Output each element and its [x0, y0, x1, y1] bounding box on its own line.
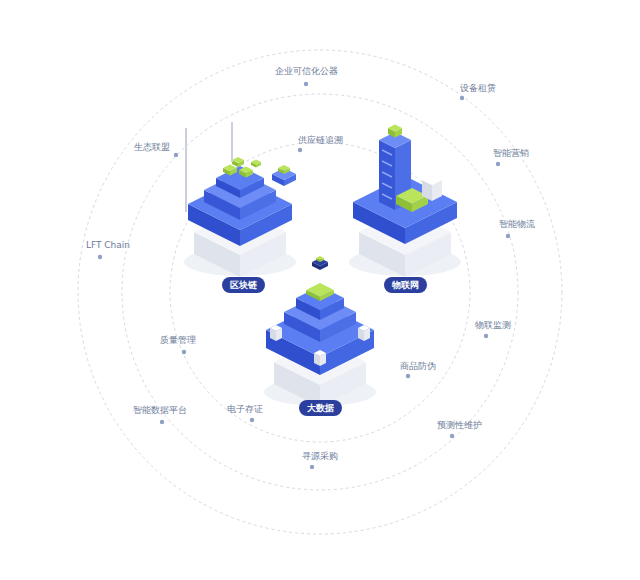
ring-dot — [182, 350, 186, 354]
device-cube — [422, 175, 442, 201]
ring-dot — [298, 148, 302, 152]
dashed-ring — [170, 142, 470, 442]
ring-label: 企业可信化公器 — [275, 66, 338, 77]
pill-label: 大数据 — [299, 400, 342, 416]
tower-window — [382, 150, 392, 155]
pill-text: 物联网 — [392, 280, 419, 291]
corner-post — [358, 325, 370, 341]
dashed-ring — [122, 94, 518, 490]
ring-label: 智能物流 — [499, 219, 535, 230]
pill-text: 区块链 — [230, 280, 257, 291]
ring-dot — [98, 255, 102, 259]
ring-label: 智能营销 — [493, 148, 529, 159]
ring-label: 物联监测 — [475, 320, 511, 331]
ring-label: 电子存证 — [227, 404, 263, 415]
ring-label: 预测性维护 — [437, 420, 482, 431]
ring-label: 寻源采购 — [302, 451, 338, 462]
chain-cube — [239, 167, 253, 178]
tower-window — [382, 183, 392, 188]
block-tier — [216, 166, 264, 198]
side-chip-top — [278, 165, 290, 174]
tower-window — [382, 161, 392, 166]
ring-dot — [450, 434, 454, 438]
ring-dot — [250, 418, 254, 422]
pill-label: 物联网 — [384, 277, 427, 293]
antenna — [185, 128, 187, 212]
ring-dot — [406, 374, 410, 378]
tower-top — [388, 125, 402, 138]
ring-label: 质量管理 — [160, 335, 196, 346]
tower-window — [382, 172, 392, 177]
chain-cube — [232, 157, 244, 167]
antenna — [231, 122, 233, 162]
chain-cube — [223, 165, 237, 176]
pill-label: 区块链 — [222, 277, 265, 293]
ring-dot — [506, 234, 510, 238]
floating-chip-top — [316, 256, 324, 262]
ring-dot — [460, 96, 464, 100]
corner-post — [314, 350, 326, 366]
ring-dot — [496, 162, 500, 166]
ring-label: 供应链追溯 — [298, 135, 343, 146]
pill-text: 大数据 — [307, 403, 334, 414]
ring-dot — [174, 153, 178, 157]
corner-post — [270, 325, 282, 341]
dashed-ring — [78, 50, 562, 534]
ring-label: 商品防伪 — [400, 361, 436, 372]
isometric-art — [184, 122, 461, 407]
ring-dot — [484, 334, 488, 338]
ring-label: 设备租赁 — [460, 83, 496, 94]
ring-label: LFT Chain — [86, 240, 130, 251]
ring-dot — [304, 82, 308, 86]
ring-label: 智能数据平台 — [133, 405, 187, 416]
ring-dot — [310, 465, 314, 469]
ring-dot — [160, 420, 164, 424]
data-top — [306, 283, 334, 301]
chain-cube — [251, 160, 261, 168]
ring-label: 生态联盟 — [134, 142, 170, 153]
tower-window — [382, 194, 392, 199]
